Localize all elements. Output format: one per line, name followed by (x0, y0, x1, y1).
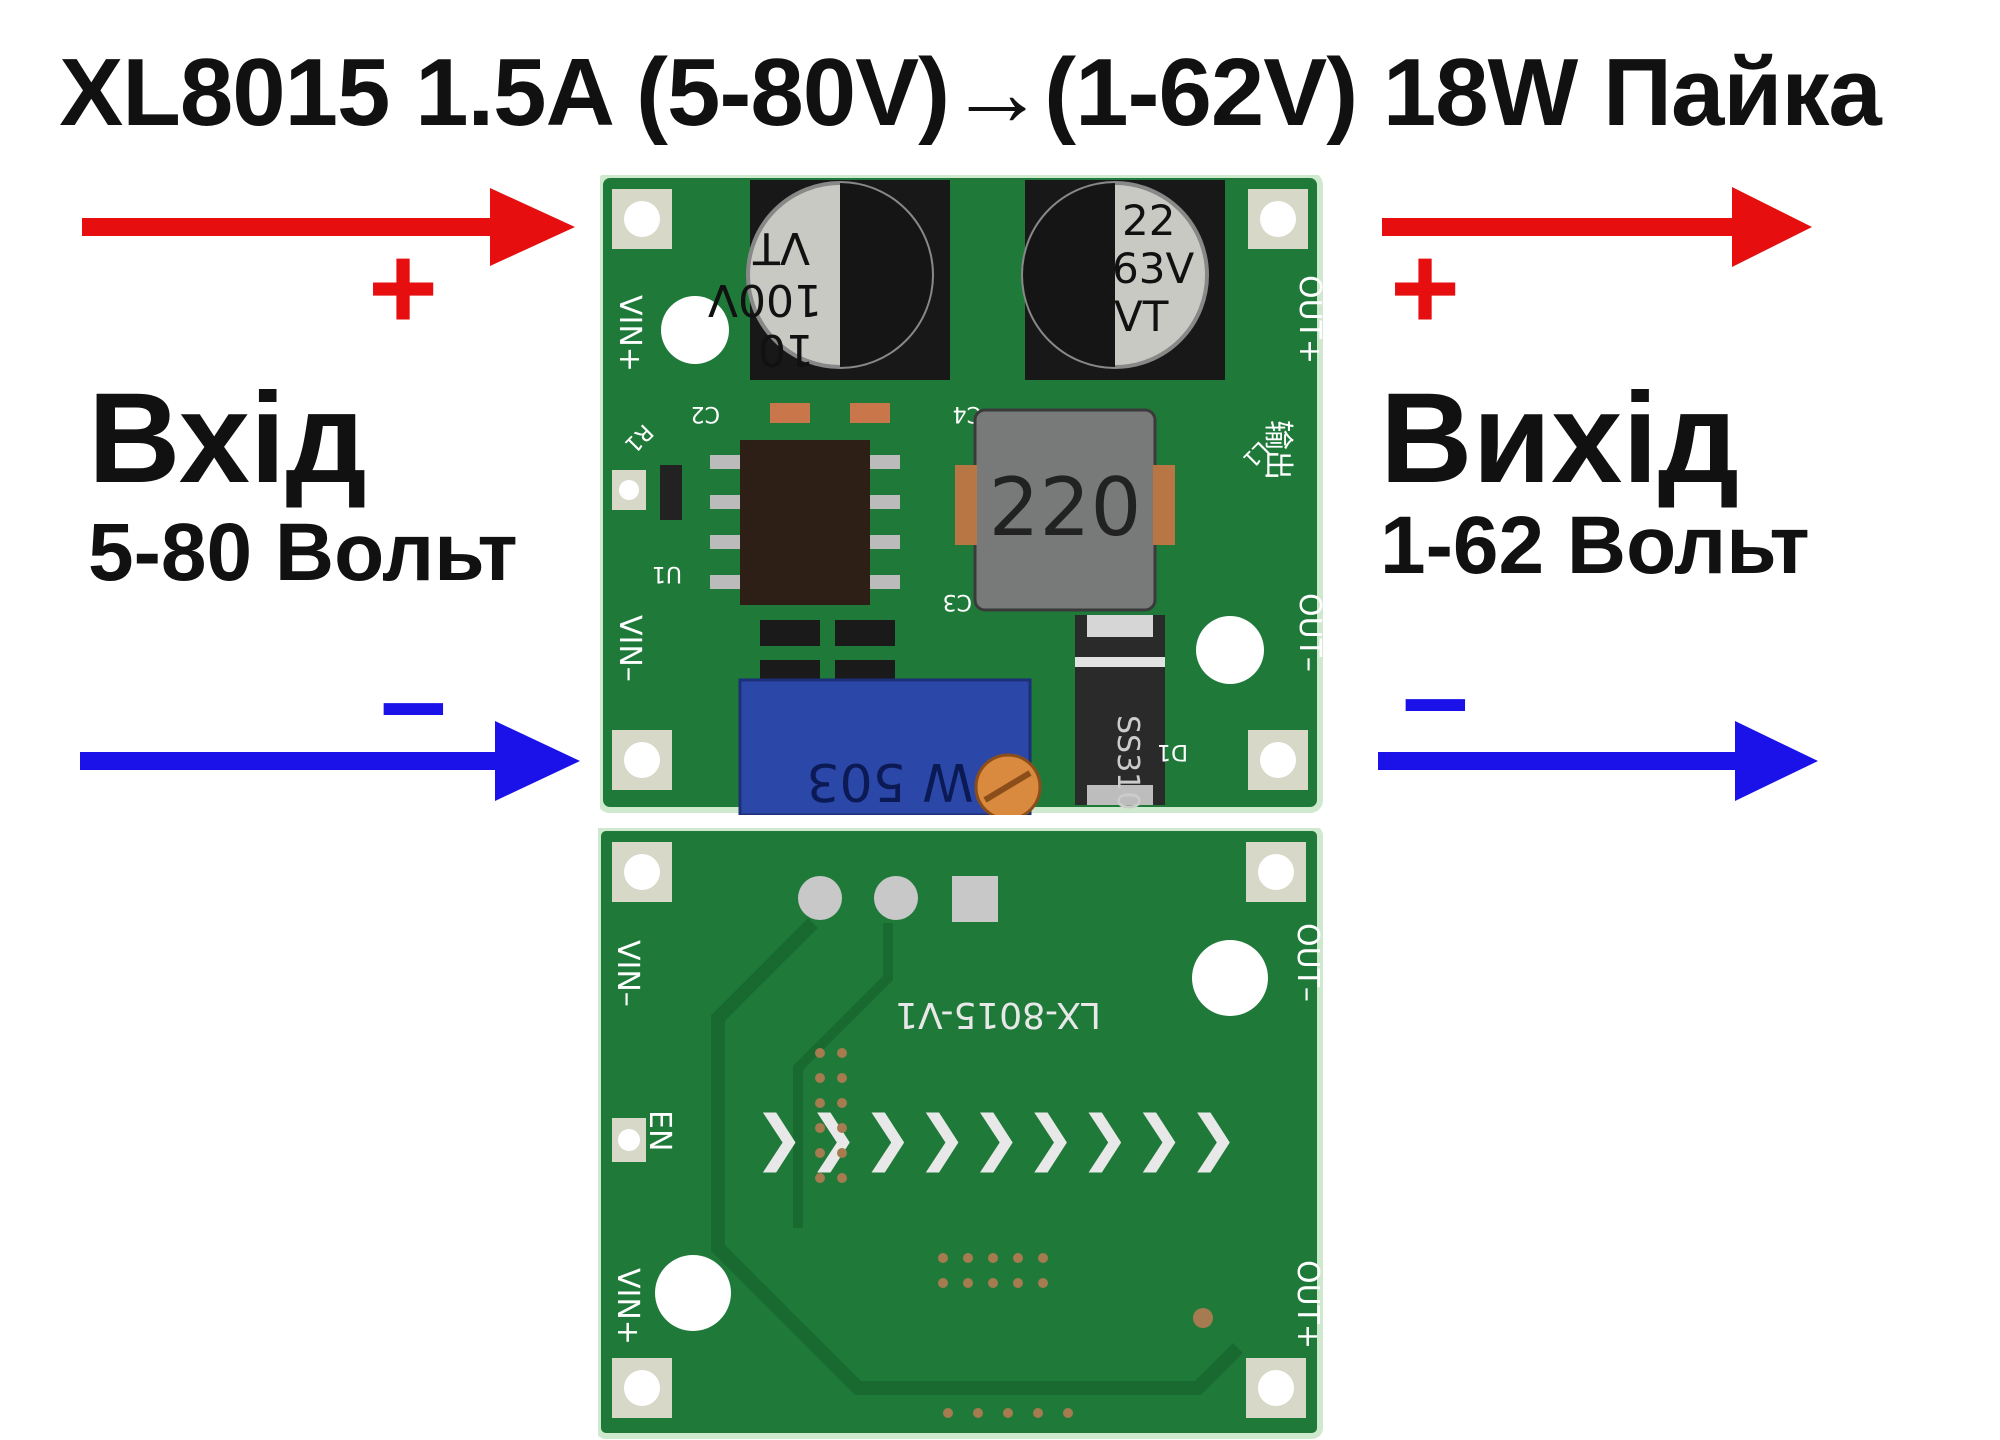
label-vin-minus: VIN– (612, 615, 647, 682)
via-dots-bottom (943, 1408, 1073, 1418)
label-out-cjk: 输出 (1260, 420, 1295, 480)
input-range: 5-80 Вольт (88, 507, 518, 598)
output-plus-sign: + (1390, 221, 1461, 355)
inductor-l1: 220 (955, 408, 1175, 612)
ic-u1 (710, 440, 900, 605)
page-title: XL8015 1.5A (5-80V)→(1-62V) 18W Пайка (59, 39, 1882, 146)
pad-vin-plus (612, 189, 672, 249)
smd-cap-2 (850, 403, 890, 423)
capacitor-c4: 22 63V VT (1021, 180, 1225, 380)
pcb-top-board: VIN+ VIN– OUT+ OUT– 输出 VT 100V 10 22 63V… (600, 175, 1325, 815)
bottom-label-en: EN (642, 1110, 677, 1151)
label-c3: C3 (943, 589, 972, 614)
cap1-value: 10 (758, 324, 814, 375)
via-dots-left (815, 1048, 847, 1183)
smd-cap-1 (770, 403, 810, 423)
pad-out-minus (1248, 730, 1308, 790)
cap2-voltage: 63V (1112, 244, 1194, 293)
mount-hole-top (661, 296, 729, 364)
pad-bottom-vin-minus (612, 842, 672, 902)
output-minus-arrow (1378, 721, 1818, 801)
cap2-value: 22 (1122, 196, 1175, 245)
trace-via (1193, 1308, 1213, 1328)
label-d1: D1 (1157, 739, 1188, 764)
pad-bottom-out-plus (1246, 1358, 1306, 1418)
label-vin-plus: VIN+ (612, 295, 647, 372)
output-minus-sign: – (1402, 629, 1469, 763)
input-minus-arrow (80, 721, 580, 801)
pad-vin-minus (612, 730, 672, 790)
board-model-label: LX-8015-V1 (895, 994, 1101, 1035)
smd-part-4 (835, 620, 895, 646)
output-label: Вихід (1380, 367, 1740, 510)
smd-resistor-r1 (660, 465, 682, 520)
output-plus-arrow (1382, 187, 1812, 267)
pad-out-plus (1248, 189, 1308, 249)
cap2-series: VT (1114, 292, 1169, 341)
via-pad-3 (952, 876, 998, 922)
diode-value: SS310 (1110, 715, 1145, 810)
pcb-bottom-board: VIN– EN VIN+ OUT– OUT+ LX-8015-V1 ❯❯❯❯❯❯… (598, 828, 1323, 1439)
trace-main (711, 918, 1243, 1395)
label-c2: C2 (691, 401, 720, 426)
trace-secondary (793, 923, 893, 1228)
cap1-voltage: 100V (708, 274, 822, 325)
label-u1: U1 (652, 561, 682, 586)
output-range: 1-62 Вольт (1380, 500, 1810, 591)
mount-hole-bottom (1196, 616, 1264, 684)
mount-hole-bottom-left (655, 1255, 731, 1331)
pad-bottom-vin-plus (612, 1358, 672, 1418)
cap1-series: VT (753, 222, 810, 273)
chevron-arrows: ❯❯❯❯❯❯❯❯❯ (754, 1103, 1242, 1173)
mount-hole-bottom-right (1192, 940, 1268, 1016)
diode-d1: SS310 (1075, 615, 1165, 810)
bottom-label-vin-minus: VIN– (610, 940, 645, 1007)
pad-bottom-out-minus (1246, 842, 1306, 902)
bottom-label-vin-plus: VIN+ (610, 1268, 645, 1345)
via-dots-middle (938, 1253, 1048, 1288)
pot-value: W 503 (806, 751, 973, 811)
bottom-label-out-minus: OUT– (1290, 923, 1323, 1002)
pad-mid-left (612, 470, 646, 510)
label-out-minus: OUT– (1292, 593, 1325, 672)
capacitor-c2: VT 100V 10 (708, 180, 950, 380)
potentiometer: W 503 (738, 678, 1042, 815)
via-pad-1 (798, 876, 842, 920)
inductor-value: 220 (989, 461, 1142, 554)
label-out-plus: OUT+ (1292, 275, 1325, 364)
input-minus-sign: – (380, 633, 447, 767)
smd-part-3 (760, 620, 820, 646)
bottom-label-out-plus: OUT+ (1290, 1260, 1323, 1349)
via-pad-2 (874, 876, 918, 920)
input-plus-sign: + (368, 221, 439, 355)
input-label: Вхід (88, 367, 367, 510)
pad-bottom-en (612, 1118, 646, 1162)
input-plus-arrow (82, 188, 575, 266)
